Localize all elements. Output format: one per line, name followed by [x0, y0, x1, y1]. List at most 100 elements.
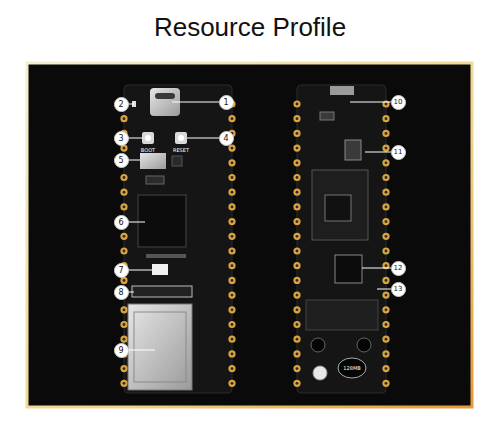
pad [120, 365, 127, 372]
pad-hole [231, 323, 234, 326]
pad-hole [296, 367, 299, 370]
pad-hole [123, 382, 126, 385]
pad [228, 292, 235, 299]
pad [120, 321, 127, 328]
pad-hole [231, 367, 234, 370]
pad [228, 277, 235, 284]
pad [228, 365, 235, 372]
boot-button [142, 132, 154, 144]
pad [293, 189, 300, 196]
pad-hole [385, 279, 388, 282]
component [320, 112, 334, 120]
pad [228, 115, 235, 122]
pad [382, 189, 389, 196]
callout-number: 7 [114, 263, 129, 278]
pad [228, 189, 235, 196]
pad [293, 130, 300, 137]
pad-hole [385, 353, 388, 356]
pad-hole [123, 176, 126, 179]
pad-hole [231, 264, 234, 267]
pad [293, 306, 300, 313]
pad [293, 159, 300, 166]
pad-hole [296, 220, 299, 223]
pad [293, 247, 300, 254]
pad-hole [385, 308, 388, 311]
pad [382, 145, 389, 152]
pad [382, 292, 389, 299]
leader-lines [128, 102, 391, 350]
button-cap [145, 135, 151, 141]
pad [293, 218, 300, 225]
pad-hole [123, 206, 126, 209]
component [146, 176, 164, 184]
pad [228, 203, 235, 210]
pad-hole [123, 279, 126, 282]
callout-number: 10 [391, 95, 406, 110]
usb-c-opening [155, 93, 175, 99]
pad [382, 233, 389, 240]
pad-hole [385, 176, 388, 179]
callout-number: 1 [219, 95, 234, 110]
pad [293, 174, 300, 181]
pad [228, 145, 235, 152]
pad-hole [123, 323, 126, 326]
pad-hole [231, 338, 234, 341]
pad-hole [231, 308, 234, 311]
pcb-front [124, 85, 232, 393]
pad [382, 277, 389, 284]
button-cap [178, 135, 184, 141]
silkscreen-text: RESET [173, 147, 189, 153]
pad-hole [123, 308, 126, 311]
pad-hole [385, 382, 388, 385]
pad-hole [123, 117, 126, 120]
pad [120, 247, 127, 254]
pad-hole [385, 250, 388, 253]
title: Resource Profile [0, 12, 500, 43]
pad [293, 100, 300, 107]
pad [120, 203, 127, 210]
pad-hole [123, 191, 126, 194]
pad-hole [123, 338, 126, 341]
callout-number: 6 [114, 215, 129, 230]
pad-hole [296, 117, 299, 120]
pad-hole [296, 323, 299, 326]
pad-hole [385, 103, 388, 106]
pad [120, 145, 127, 152]
pad [228, 321, 235, 328]
pad-hole [231, 294, 234, 297]
pad [120, 233, 127, 240]
pad [120, 336, 127, 343]
pad-hole [231, 235, 234, 238]
pad-hole [385, 220, 388, 223]
rtc-connector [152, 264, 168, 275]
pad-hole [296, 176, 299, 179]
pad [228, 233, 235, 240]
pad-hole [123, 367, 126, 370]
pad-hole [296, 206, 299, 209]
pad [228, 247, 235, 254]
pad [293, 203, 300, 210]
pad-hole [231, 147, 234, 150]
pad [382, 336, 389, 343]
frame [27, 63, 472, 407]
pad [120, 174, 127, 181]
pad-hole [296, 382, 299, 385]
pad-hole [385, 161, 388, 164]
pad [382, 174, 389, 181]
mount-hole [357, 338, 371, 352]
pad [382, 247, 389, 254]
pad [382, 203, 389, 210]
silkscreen-text: 128MB [343, 365, 360, 371]
pad [382, 321, 389, 328]
callout-number: 5 [114, 153, 129, 168]
pad-hole [296, 250, 299, 253]
callout-number: 13 [391, 282, 406, 297]
pad-hole [123, 235, 126, 238]
pad-hole [231, 382, 234, 385]
pad-hole [231, 161, 234, 164]
pad-hole [385, 264, 388, 267]
pad [120, 306, 127, 313]
pad-hole [385, 338, 388, 341]
